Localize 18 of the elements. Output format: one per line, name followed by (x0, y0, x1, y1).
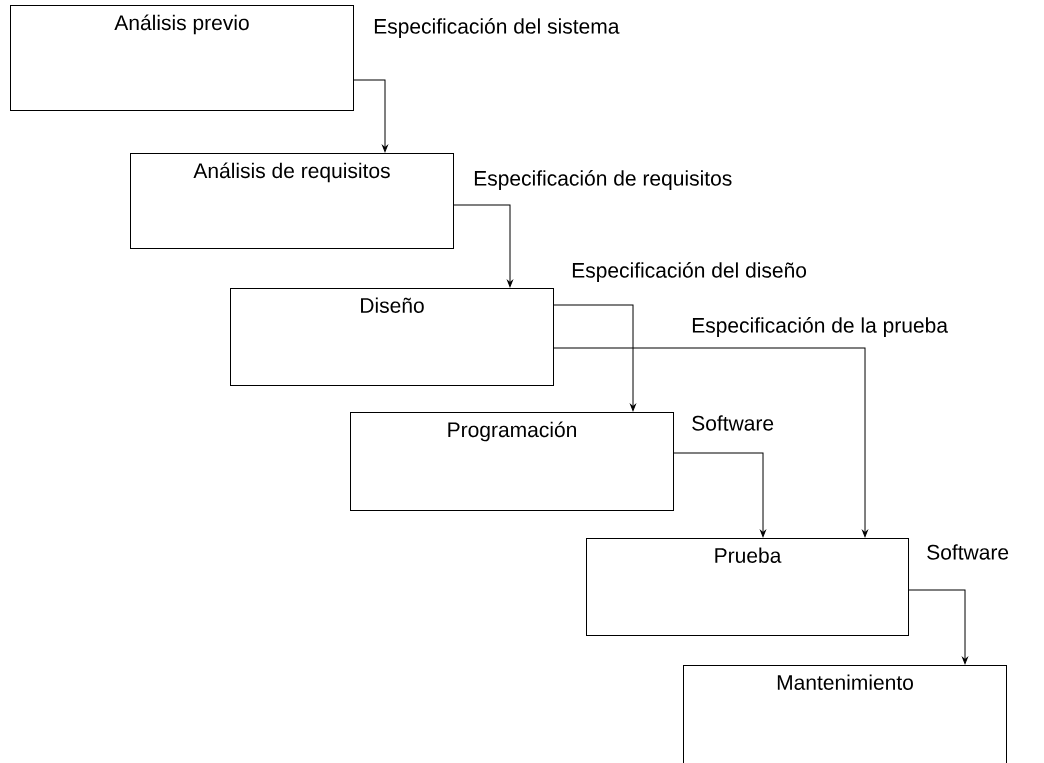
arrow (908, 589, 968, 665)
edge-label: Especificación de la prueba (690, 316, 950, 338)
arrow (673, 452, 766, 538)
arrow (553, 347, 868, 538)
process-box: Mantenimiento (683, 665, 1007, 763)
process-box: Análisis previo (10, 5, 354, 111)
arrow (453, 204, 513, 288)
process-box: Diseño (230, 288, 554, 386)
edge-label: Especificación del sistema (372, 17, 621, 39)
arrow (353, 79, 388, 153)
edge-label: Especificación del diseño (570, 261, 808, 283)
process-box: Programación (350, 412, 674, 511)
process-box: Prueba (586, 538, 909, 636)
arrow (553, 304, 636, 412)
edge-label: Especificación de requisitos (472, 169, 734, 191)
process-box: Análisis de requisitos (130, 153, 454, 249)
edge-label: Software (925, 543, 1011, 561)
edge-label: Software (690, 414, 776, 432)
